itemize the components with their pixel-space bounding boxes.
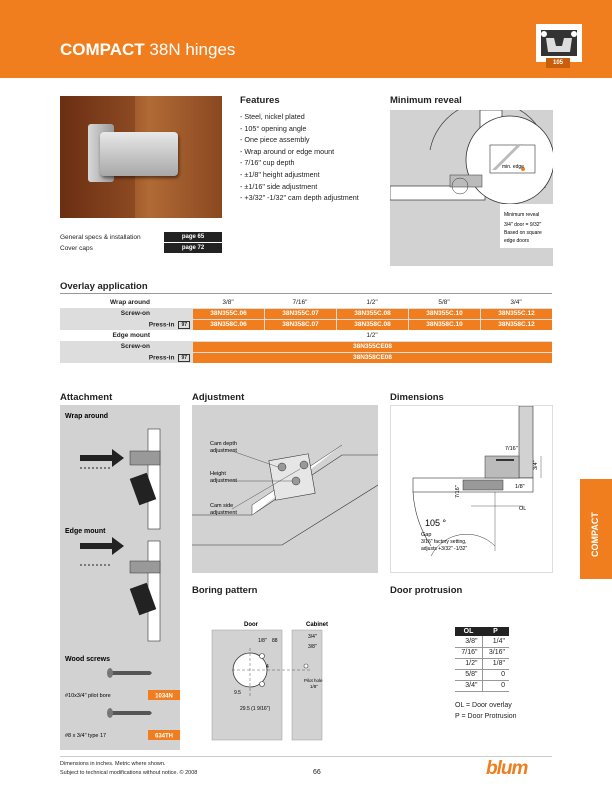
label-3-4: 3/4" bbox=[308, 634, 317, 640]
adjustment-title: Adjustment bbox=[192, 392, 245, 403]
label-88: 88 bbox=[272, 638, 278, 644]
blum-logo: blum bbox=[486, 758, 528, 779]
reveal-note-1: Minimum reveal bbox=[504, 212, 539, 218]
pilot-hole-label: Pilot hole bbox=[304, 678, 323, 683]
ref-row: General specs & installation page 65 bbox=[60, 232, 222, 242]
footer-notes: Dimensions in inches. Metric where shown… bbox=[60, 761, 198, 776]
dim-7-16: 7/16" bbox=[505, 446, 518, 452]
door-label: Door bbox=[244, 622, 259, 628]
overlay-table: Wrap around 3/8" 7/16" 1/2" 5/8" 3/4" Sc… bbox=[60, 297, 552, 363]
screw1-code: 1034N bbox=[155, 694, 173, 700]
footer-divider bbox=[60, 756, 552, 757]
dim-ol: OL bbox=[519, 506, 526, 512]
hinge-corner-icon bbox=[536, 24, 582, 62]
table-row: 3/8"1/4" bbox=[455, 636, 509, 648]
label-3-8: 3/8" bbox=[308, 644, 317, 650]
gap-label: Gap bbox=[421, 532, 431, 538]
protrusion-table: OL P 3/8"1/4" 7/16"3/16" 1/2"1/8" 5/8"0 … bbox=[455, 627, 509, 692]
minimum-reveal-title: Minimum reveal bbox=[390, 95, 462, 106]
svg-text:adjustment: adjustment bbox=[210, 478, 237, 484]
hinge-photo bbox=[60, 96, 222, 218]
angle-label: 105 ° bbox=[425, 518, 447, 528]
overlay-title: Overlay application bbox=[60, 281, 148, 292]
min-edge-label: min. edge bbox=[502, 164, 524, 170]
label-1-8: 1/8" bbox=[258, 638, 267, 644]
divider bbox=[60, 293, 552, 294]
page-references: General specs & installation page 65 Cov… bbox=[60, 232, 222, 254]
cabinet-label: Cabinet bbox=[306, 622, 328, 628]
dimensions-diagram: 7/16" 3/4" 1/8" OL 7/16" 105 ° Gap 3/16"… bbox=[390, 405, 553, 573]
reveal-note-2: 3/4" door = 9/32" bbox=[504, 222, 542, 228]
page-header bbox=[0, 0, 612, 78]
gap-note-1: 3/16" factory setting, bbox=[421, 539, 466, 545]
reveal-note-4: edge doors bbox=[504, 238, 530, 244]
svg-text:adjustment: adjustment bbox=[210, 448, 237, 454]
ref-row: Cover caps page 72 bbox=[60, 243, 222, 253]
screw2-desc: #8 x 3/4" type 17 bbox=[65, 733, 106, 739]
press-in-icon: 97 bbox=[178, 320, 190, 329]
boring-pattern-title: Boring pattern bbox=[192, 585, 258, 596]
table-header-row: OL P bbox=[455, 627, 509, 636]
height-label: Height bbox=[210, 471, 226, 477]
dim-1-8: 1/8" bbox=[515, 484, 525, 490]
table-row: Screw-on 38N355CE08 bbox=[60, 341, 552, 352]
screw2-code: 634TH bbox=[155, 734, 173, 740]
page-number: 66 bbox=[313, 769, 321, 776]
page-title: COMPACT 38N hinges bbox=[60, 40, 236, 59]
cam-side-label: Cam side bbox=[210, 503, 233, 509]
label-4: 4 bbox=[266, 664, 269, 670]
page-link[interactable]: page 65 bbox=[164, 232, 222, 242]
label-29-5: 29.5 (1 9/16") bbox=[240, 706, 270, 712]
dimensions-title: Dimensions bbox=[390, 392, 444, 403]
dim-3-4: 3/4" bbox=[533, 460, 539, 470]
minimum-reveal-diagram: min. edge Minimum reveal 3/4" door = 9/3… bbox=[389, 101, 555, 266]
table-row: 7/16"3/16" bbox=[455, 647, 509, 659]
svg-text:adjustment: adjustment bbox=[210, 510, 237, 516]
section-side-tab[interactable]: COMPACT bbox=[580, 479, 612, 579]
door-protrusion-title: Door protrusion bbox=[390, 585, 463, 596]
page-link[interactable]: page 72 bbox=[164, 243, 222, 253]
edge-mount-label: Edge mount bbox=[65, 528, 106, 535]
attachment-panel: Wrap around Edge mount Wood screws #10x3… bbox=[60, 405, 180, 750]
features-list: - Steel, nickel plated - 105° opening an… bbox=[240, 112, 359, 203]
label-9-5: 9.5 bbox=[234, 690, 241, 696]
press-in-icon: 97 bbox=[178, 353, 190, 362]
table-row: 1/2"1/8" bbox=[455, 658, 509, 670]
wrap-around-label: Wrap around bbox=[65, 413, 108, 420]
angle-badge: 105 bbox=[546, 58, 570, 68]
table-row: Screw-on 38N355C.06 38N355C.07 38N355C.0… bbox=[60, 308, 552, 319]
screw1-desc: #10x3/4" pilot bore bbox=[65, 693, 111, 699]
table-row: 3/4"0 bbox=[455, 680, 509, 692]
table-row: Edge mount 1/2" bbox=[112, 332, 378, 339]
reveal-note-3: Based on square bbox=[504, 230, 542, 236]
screw-icon bbox=[110, 671, 152, 675]
attachment-title: Attachment bbox=[60, 392, 113, 403]
adjustment-diagram: Cam depth adjustment Height adjustment C… bbox=[192, 405, 379, 573]
svg-text:1/8": 1/8" bbox=[310, 684, 318, 689]
wood-screws-label: Wood screws bbox=[65, 656, 110, 663]
arrow-icon bbox=[80, 537, 124, 555]
table-row: Wrap around 3/8" 7/16" 1/2" 5/8" 3/4" bbox=[110, 299, 522, 306]
dim-7-16-b: 7/16" bbox=[455, 485, 461, 498]
gap-note-2: adjusts +3/32" -1/32" bbox=[421, 546, 467, 552]
protrusion-legend: OL = Door overlay P = Door Protrusion bbox=[455, 702, 517, 720]
arrow-icon bbox=[80, 449, 124, 467]
screw-icon bbox=[110, 711, 152, 715]
boring-pattern-diagram: Door Cabinet 1/8" 88 3/4" 3/8" 4 9.5 29.… bbox=[192, 598, 378, 748]
table-row: 5/8"0 bbox=[455, 669, 509, 681]
cam-depth-label: Cam depth bbox=[210, 441, 237, 447]
features-title: Features bbox=[240, 95, 280, 106]
